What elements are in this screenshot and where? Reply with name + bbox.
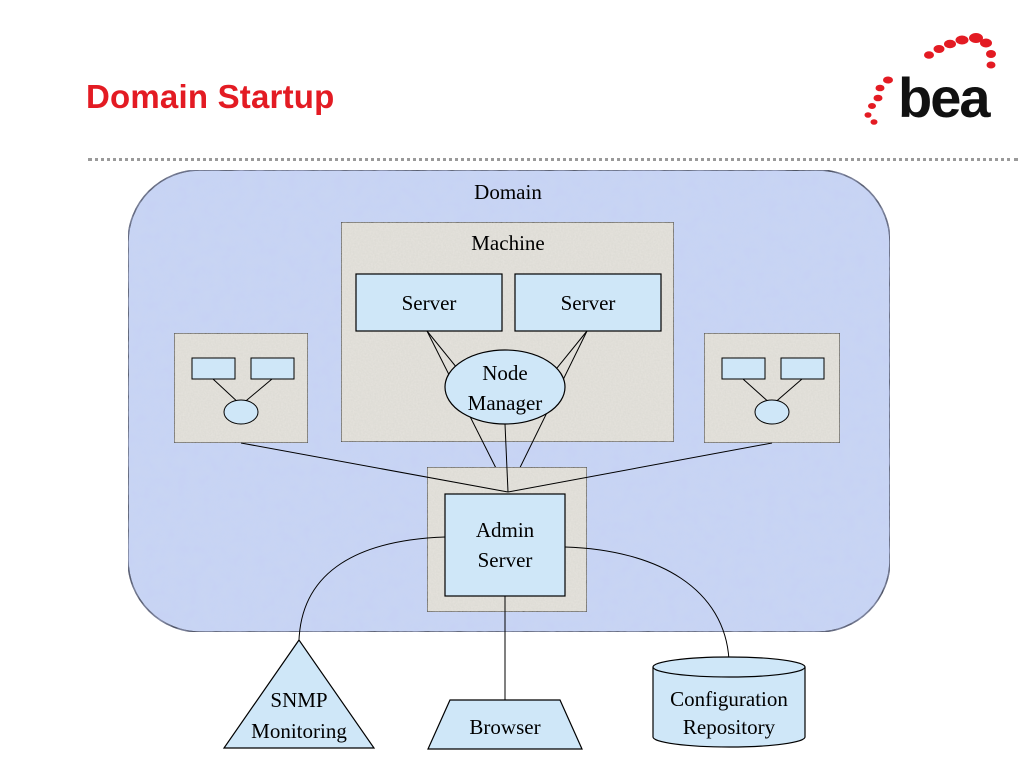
configuration-repository-cylinder [652,656,806,748]
domain-label: Domain [474,180,542,204]
node-manager-label-line1: Node [482,361,528,385]
server-right-label: Server [561,291,616,315]
server-box-left [355,273,503,332]
slide-title: Domain Startup [86,78,335,115]
server-left-label: Server [402,291,457,315]
bea-logo-text: bea [898,66,990,129]
snmp-monitoring-shape [222,638,376,749]
machine-thumbnail-left [173,332,309,444]
machine-label: Machine [471,231,544,255]
config-label-line2: Repository [683,715,776,739]
server-box-right [514,273,662,332]
snmp-label-line1: SNMP [270,688,327,712]
machine-to-admin-lines [240,423,773,493]
title-divider [88,158,1018,161]
client-connection-lines [298,536,730,700]
bea-logo-dots-icon [864,33,996,125]
browser-shape [427,699,583,750]
admin-server-label-line2: Server [478,548,533,572]
snmp-label-line2: Monitoring [251,719,347,743]
node-manager-label-line2: Manager [468,391,543,415]
admin-server-label-line1: Admin [476,518,535,542]
machine-thumbnail-right [703,332,841,444]
browser-label: Browser [469,715,540,739]
config-label-line1: Configuration [670,687,788,711]
admin-server-box [444,493,566,597]
